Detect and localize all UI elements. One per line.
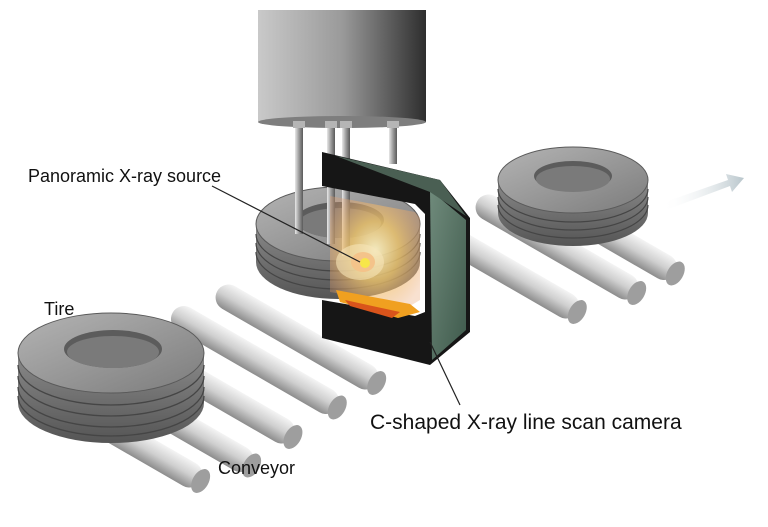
label-xray-source: Panoramic X-ray source <box>28 166 222 186</box>
arrow-right-icon <box>662 174 744 210</box>
tire-outgoing <box>497 146 649 246</box>
xray-head-unit <box>258 10 426 128</box>
leader-line-source <box>211 185 361 263</box>
label-tire: Tire <box>44 299 75 319</box>
tire-incoming <box>17 312 205 443</box>
leader-lines <box>211 185 461 406</box>
label-conveyor: Conveyor <box>218 458 296 478</box>
label-camera: C-shaped X-ray line scan camera <box>370 411 682 434</box>
leader-line-camera <box>429 341 461 406</box>
